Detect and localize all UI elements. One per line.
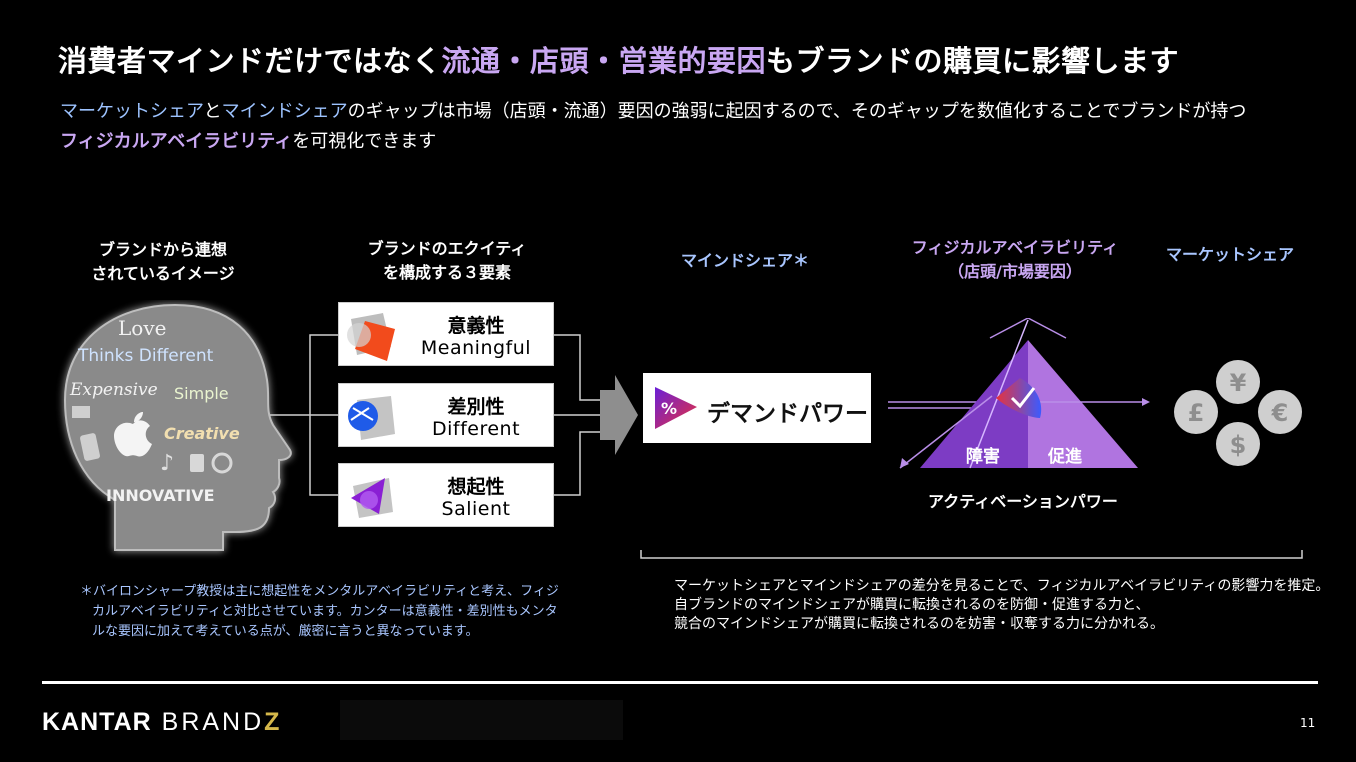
svg-text:$: $	[1230, 431, 1247, 459]
svg-text:€: €	[1271, 399, 1289, 427]
element-card-different: 差別性 Different	[338, 383, 554, 447]
head-word-innovative: INNOVATIVE	[106, 486, 215, 505]
footer-divider	[42, 681, 1318, 684]
head-word-thinks: Thinks Different	[78, 346, 214, 366]
redacted-block	[340, 700, 623, 740]
activation-promote-label: 促進	[1048, 447, 1082, 467]
element-card-salient: 想起性 Salient	[338, 463, 554, 527]
head-word-expensive: Expensive	[70, 380, 158, 400]
head-word-love: Love	[118, 316, 167, 340]
column-header-physical: フィジカルアベイラビリティ （店頭/市場要因）	[911, 238, 1119, 281]
salient-icon	[351, 478, 393, 518]
column-header-mindshare: マインドシェア＊	[680, 251, 809, 270]
different-icon	[348, 396, 395, 440]
column-header-equity: ブランドのエクイティ を構成する３要素	[367, 239, 527, 282]
head-word-simple: Simple	[174, 384, 229, 403]
activation-power-diagram	[888, 318, 1150, 469]
svg-text:%: %	[661, 399, 677, 418]
apple-logo-icon	[114, 412, 152, 457]
column-header-market: マーケットシェア	[1165, 245, 1294, 264]
explanation-right: マーケットシェアとマインドシェアの差分を見ることで、フィジカルアベイラビリティの…	[674, 578, 1330, 632]
head-word-creative: Creative	[164, 424, 240, 443]
subtitle: マーケットシェアとマインドシェアのギャップは市場（店頭・流通）要因の強弱に起因す…	[60, 101, 1247, 152]
svg-text:£: £	[1188, 399, 1205, 427]
media-icons: ♪	[160, 451, 233, 476]
title-highlight: 流通・店頭・営業的要因	[441, 44, 767, 78]
currency-coins-icon: ¥ £ € $	[1174, 360, 1302, 466]
connector-lines	[270, 334, 638, 496]
device-icons	[72, 406, 100, 461]
head-silhouette	[63, 303, 292, 551]
svg-text:♪: ♪	[160, 451, 174, 476]
svg-text:¥: ¥	[1230, 369, 1247, 397]
activation-block-label: 障害	[966, 447, 1000, 467]
demand-power-icon: %	[655, 387, 697, 429]
activation-power-label: アクティベーションパワー	[928, 492, 1118, 511]
page-number: 11	[1300, 716, 1316, 730]
element-card-meaningful: 意義性 Meaningful	[338, 302, 554, 366]
page-title: 消費者マインドだけではなく流通・店頭・営業的要因もブランドの購買に影響します	[58, 44, 1180, 78]
meaningful-icon	[347, 313, 395, 361]
demand-power-card: % デマンドパワー	[643, 373, 871, 443]
column-header-image: ブランドから連想 されているイメージ	[91, 240, 235, 283]
footnote-left: ＊バイロンシャープ教授は主に想起性をメンタルアベイラビリティと考え、フィジ カル…	[80, 584, 559, 639]
kantar-brandz-logo: KANTAR BRANDZ	[42, 708, 283, 736]
bracket-line	[640, 550, 1303, 559]
